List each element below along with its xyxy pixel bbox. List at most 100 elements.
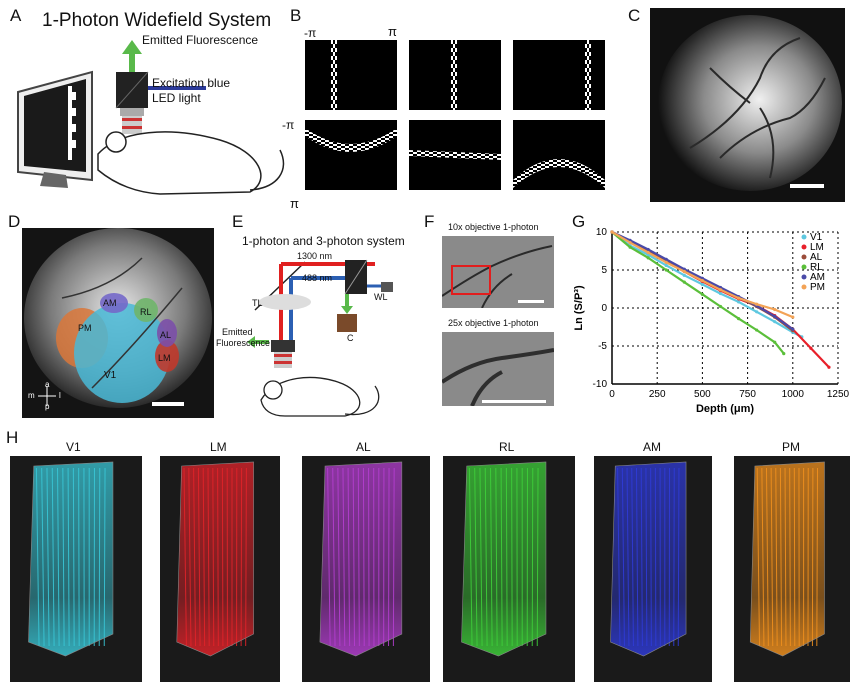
data-point-pm: [664, 260, 668, 264]
data-point-pm: [718, 288, 723, 292]
stack-title-rl: RL: [499, 440, 515, 454]
area-label-v1: V1: [104, 370, 117, 381]
data-point-rl: [782, 352, 786, 356]
x-tick-label: 500: [694, 389, 711, 400]
widefield-brain-image-c: [650, 8, 845, 202]
emitted-fluorescence-label: Emitted Fluorescence: [142, 33, 259, 47]
y-tick-label: 5: [601, 265, 607, 276]
legend-label-am: AM: [810, 272, 825, 283]
stack-title-al: AL: [356, 440, 371, 454]
checkerboard-stimuli: [305, 40, 605, 190]
area-label-al: AL: [160, 330, 172, 340]
data-point-lm: [809, 346, 813, 350]
data-point-v1: [682, 273, 686, 277]
x-tick-label: 0: [609, 389, 615, 400]
legend-marker-lm: [801, 244, 807, 250]
three-photon-setup: [247, 259, 393, 417]
stack-title-pm: PM: [782, 440, 800, 454]
x-tick-label: 750: [739, 389, 756, 400]
panel-label-h: H: [6, 428, 19, 447]
excitation-label-line1: Excitation blue: [152, 76, 231, 90]
legend-marker-pm: [801, 284, 807, 290]
x-axis-label: Depth (μm): [696, 403, 754, 415]
stack-volume-al: [302, 456, 430, 682]
data-point-rl: [682, 280, 686, 284]
label-c: C: [347, 333, 354, 343]
data-point-v1: [773, 320, 777, 324]
data-point-rl: [718, 304, 723, 309]
data-point-rl: [736, 317, 741, 321]
legend-marker-al: [801, 254, 807, 260]
legend-marker-v1: [801, 234, 807, 240]
panel-label-e: E: [232, 212, 244, 231]
stack-title-am: AM: [643, 440, 661, 454]
stack-volume-rl: [443, 456, 575, 682]
data-point-pm: [791, 315, 795, 319]
b-pi-top: π: [388, 24, 397, 39]
zoom-region-box: [451, 265, 491, 295]
label-1300nm: 1300 nm: [297, 251, 333, 261]
stack-title-v1: V1: [66, 440, 81, 454]
compass-m: m: [28, 391, 35, 400]
data-point-v1: [718, 291, 723, 296]
panel-label-c: C: [628, 6, 641, 25]
b-neg-pi-top: -π: [304, 26, 317, 40]
scale-bar: [152, 402, 184, 406]
panel-label-a: A: [10, 6, 22, 25]
data-point-pm: [755, 302, 759, 306]
data-point-pm: [736, 296, 741, 300]
y-axis-label: Ln (S/P³): [573, 285, 585, 331]
stack-volume-am: [594, 456, 712, 682]
data-point-v1: [736, 300, 741, 304]
e-emitted-line1: Emitted: [222, 327, 253, 337]
b-pi-left: π: [290, 196, 299, 211]
legend-label-pm: PM: [810, 282, 825, 293]
stack-volume-v1: [10, 456, 142, 682]
monitor-icon: [17, 70, 93, 188]
series-line-v1: [611, 231, 803, 338]
stack-volume-pm: [734, 456, 850, 682]
widefield-illustration: [17, 40, 285, 195]
panel-e-title: 1-photon and 3-photon system: [242, 234, 405, 248]
panel-label-f: F: [424, 212, 435, 231]
panel-label-g: G: [572, 212, 586, 231]
data-point-rl: [646, 256, 650, 260]
data-point-v1: [755, 310, 759, 314]
data-point-pm: [628, 241, 632, 245]
compass-p: p: [45, 402, 50, 411]
y-tick-label: 0: [601, 303, 607, 314]
label-wl: WL: [374, 292, 388, 302]
data-point-pm: [700, 279, 704, 283]
f-bottom-caption: 25x objective 1-photon: [448, 318, 539, 328]
stack-title-lm: LM: [210, 440, 227, 454]
label-tl: TL: [252, 298, 263, 308]
f-25x-image: [442, 332, 554, 406]
data-point-pm: [610, 230, 614, 234]
panel-label-b: B: [290, 6, 302, 25]
y-tick-label: 10: [596, 227, 608, 238]
legend-label-al: AL: [810, 252, 823, 263]
scale-bar: [518, 300, 544, 303]
stack-volume-lm: [160, 456, 280, 682]
data-point-v1: [700, 282, 704, 287]
b-neg-pi-left: -π: [282, 118, 295, 132]
y-tick-label: -10: [593, 379, 608, 390]
visual-area-map: [22, 228, 214, 418]
legend-label-v1: V1: [810, 232, 823, 243]
data-point-pm: [682, 269, 686, 274]
x-tick-label: 1250: [827, 389, 850, 400]
data-point-rl: [755, 328, 759, 332]
legend-label-lm: LM: [810, 242, 824, 253]
data-point-rl: [700, 292, 704, 296]
data-point-v1: [664, 263, 668, 268]
f-top-caption: 10x objective 1-photon: [448, 222, 539, 232]
compass-a: a: [45, 380, 50, 389]
legend-label-rl: RL: [810, 262, 823, 273]
area-label-rl: RL: [140, 307, 152, 317]
data-point-am: [646, 247, 650, 252]
panel-label-d: D: [8, 212, 21, 231]
data-point-rl: [773, 340, 777, 344]
panel-a-title: 1-Photon Widefield System: [42, 10, 272, 31]
e-emitted-line2: Fluorescence: [216, 338, 271, 348]
